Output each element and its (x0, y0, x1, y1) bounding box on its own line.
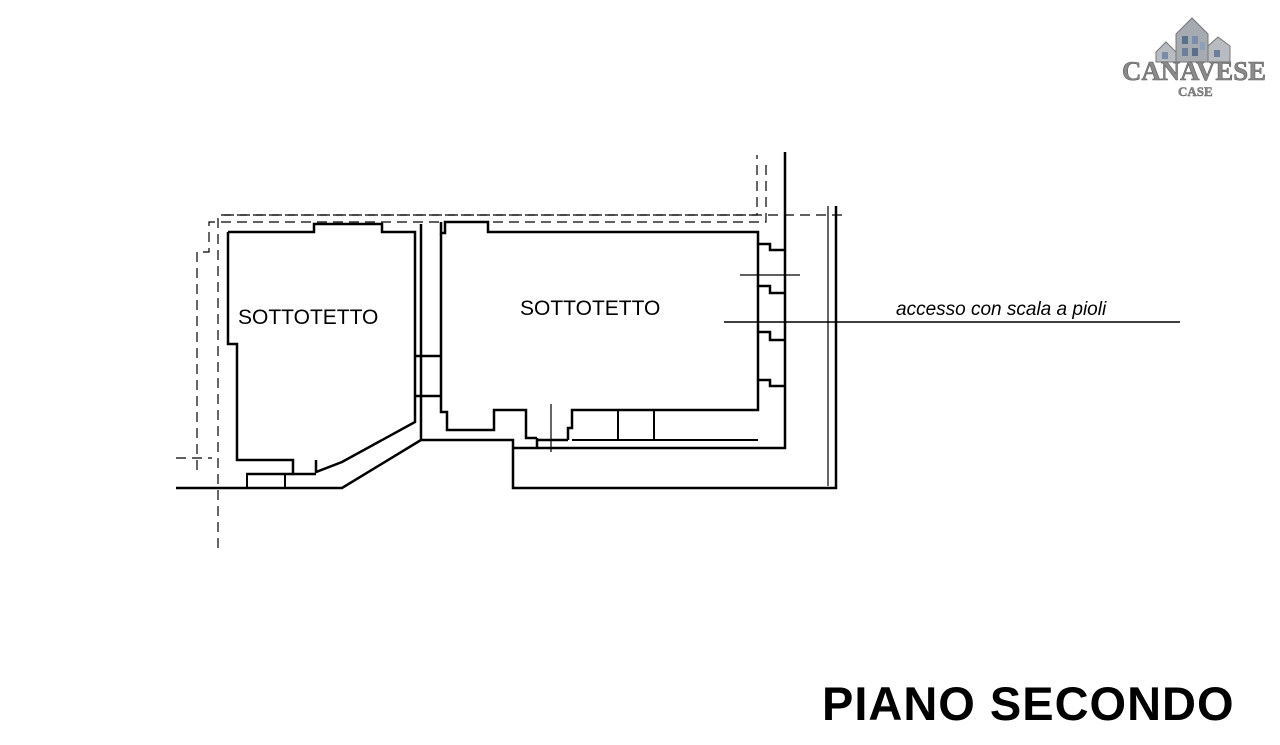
right-room-walls (439, 152, 787, 450)
logo-brand-text: CANAVESE (1122, 56, 1266, 86)
ground-line (176, 438, 422, 490)
left-room-label: SOTTOTETTO (238, 306, 378, 329)
cross-markers (550, 206, 829, 486)
left-room-walls (226, 222, 423, 476)
houses-icon (1155, 17, 1231, 63)
right-room-label: SOTTOTETTO (520, 297, 660, 320)
logo-sub-text: CASE (1178, 84, 1213, 99)
property-boundary-dashed (176, 155, 845, 548)
canavese-case-logo: CANAVESE CASE (1122, 17, 1266, 99)
floor-title: PIANO SECONDO (822, 677, 1235, 730)
ladder-access-annotation: accesso con scala a pioli (896, 299, 1107, 320)
left-room-window (246, 473, 286, 489)
right-room-windows (572, 409, 758, 441)
connecting-passage (415, 206, 838, 490)
